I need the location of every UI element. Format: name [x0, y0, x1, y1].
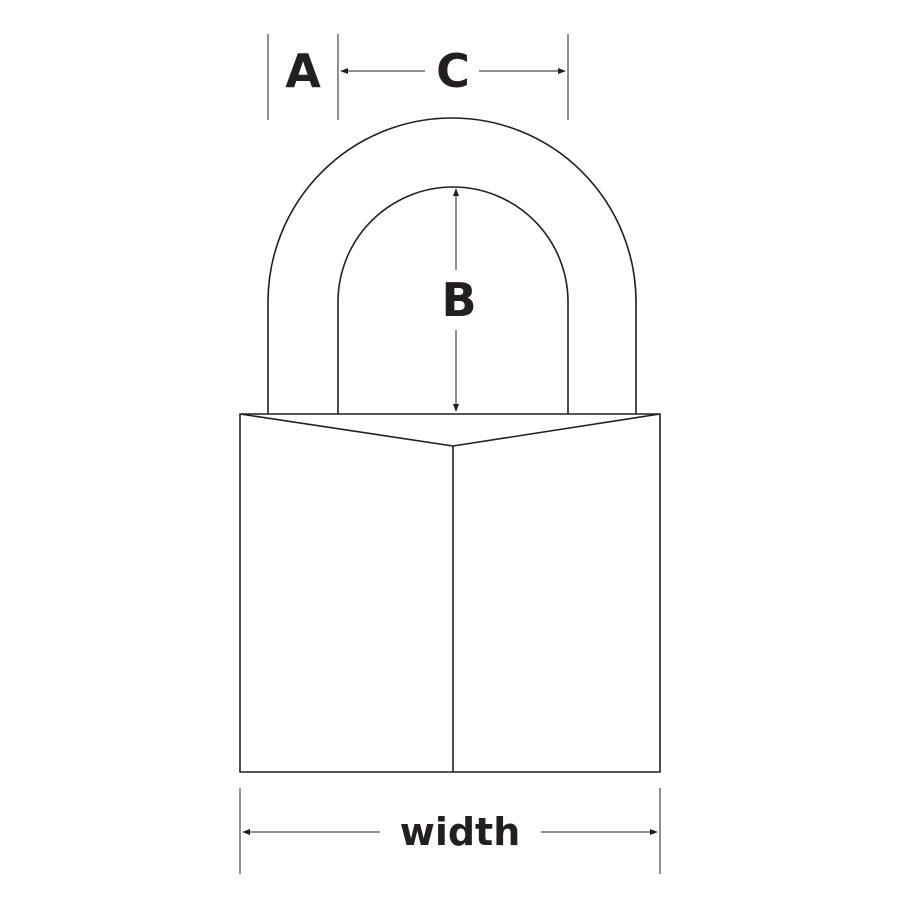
width-label: width — [400, 810, 521, 854]
body-top-face — [239, 413, 661, 447]
width-right-arrow — [650, 829, 658, 835]
dimension-b-bottom-arrow — [453, 404, 459, 412]
dimension-width: width — [239, 788, 661, 874]
dimension-c-left-arrow — [340, 68, 348, 74]
shackle-inner-edge — [337, 186, 569, 414]
body-front — [239, 414, 661, 773]
dimension-a: A — [267, 34, 339, 120]
dimension-b-label: B — [441, 273, 476, 327]
padlock-body — [239, 413, 661, 773]
dimension-c: C — [340, 34, 569, 120]
width-left-arrow — [242, 829, 250, 835]
dimension-b: B — [441, 188, 477, 412]
dimension-b-top-arrow — [453, 188, 459, 196]
shackle-outer-edge — [267, 117, 637, 414]
dimension-c-right-arrow — [558, 68, 566, 74]
padlock-shackle — [267, 117, 637, 414]
dimension-c-label: C — [436, 44, 470, 98]
dimension-a-label: A — [285, 44, 321, 98]
